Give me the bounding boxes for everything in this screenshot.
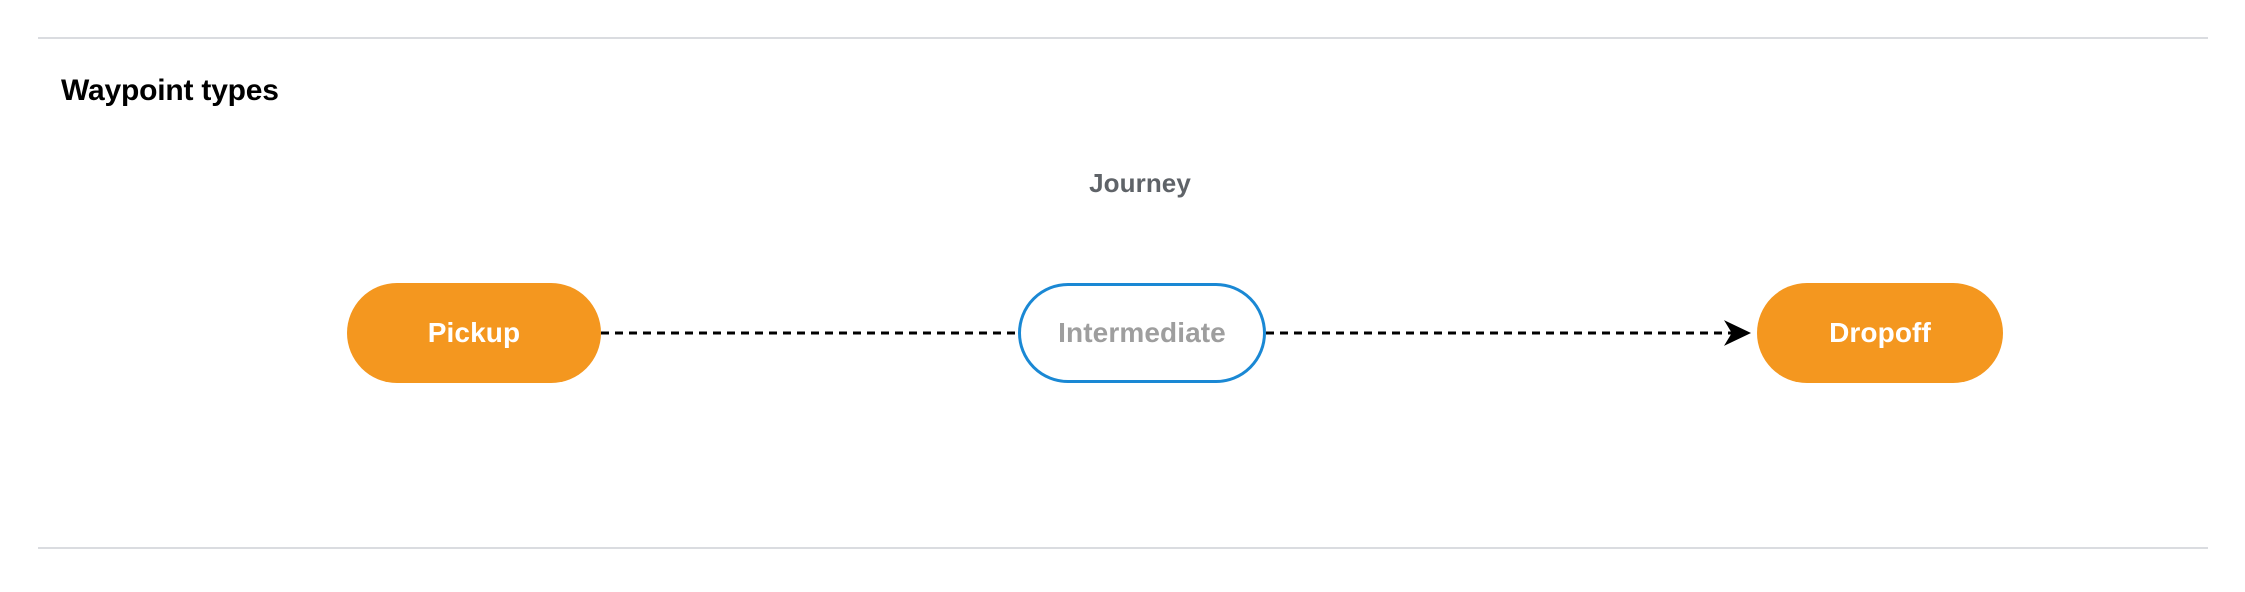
waypoint-node-dropoff[interactable]: Dropoff bbox=[1757, 283, 2003, 383]
waypoint-node-dropoff-label: Dropoff bbox=[1829, 317, 1931, 348]
waypoint-node-intermediate-label: Intermediate bbox=[1058, 317, 1226, 348]
panel-bottom-divider bbox=[38, 547, 2208, 549]
waypoint-node-pickup[interactable]: Pickup bbox=[347, 283, 601, 383]
panel-top-divider bbox=[38, 37, 2208, 39]
waypoint-node-intermediate[interactable]: Intermediate bbox=[1018, 283, 1266, 383]
journey-group-label: Journey bbox=[1089, 168, 1191, 198]
waypoint-node-pickup-label: Pickup bbox=[427, 317, 521, 348]
page-title: Waypoint types bbox=[61, 74, 279, 107]
